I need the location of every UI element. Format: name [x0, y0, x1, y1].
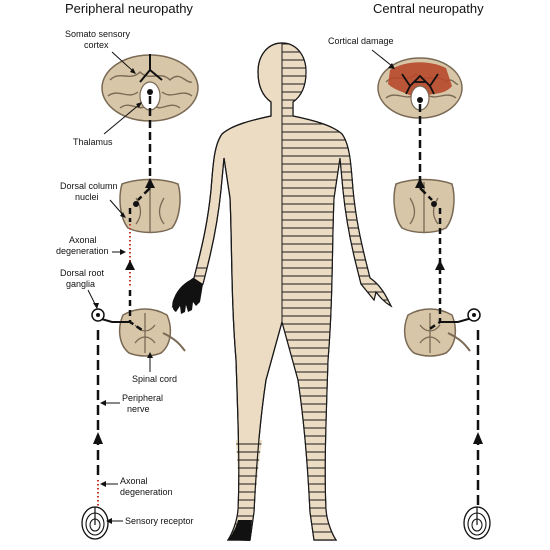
label-somatosensory-1: Somato sensory	[65, 29, 131, 39]
brain-icon	[101, 54, 199, 122]
sensory-receptor-icon	[81, 506, 109, 540]
spinal-cord-icon-right	[403, 308, 471, 357]
label-cortical-damage: Cortical damage	[328, 36, 394, 46]
central-pathway: Cortical damage	[328, 36, 491, 540]
human-body-figure	[171, 42, 393, 541]
label-somatosensory-2: cortex	[84, 40, 109, 50]
label-dorsal-root-1: Dorsal root	[60, 268, 105, 278]
affected-foot-icon	[228, 520, 252, 541]
right-title: Central neuropathy	[373, 1, 484, 16]
label-spinal-cord: Spinal cord	[132, 374, 177, 384]
sensory-receptor-icon-right	[463, 506, 491, 540]
label-axonal-degeneration-upper-1: Axonal	[69, 235, 97, 245]
brain-with-lesion-icon	[377, 57, 463, 119]
label-peripheral-nerve-1: Peripheral	[122, 393, 163, 403]
label-sensory-receptor: Sensory receptor	[125, 516, 194, 526]
label-dorsal-root-2: ganglia	[66, 279, 95, 289]
label-dorsal-column-2: nuclei	[75, 192, 99, 202]
peripheral-pathway	[81, 54, 199, 540]
label-axonal-degeneration-lower-2: degeneration	[120, 487, 173, 497]
label-axonal-degeneration-lower-1: Axonal	[120, 476, 148, 486]
cortical-lesion	[388, 62, 452, 98]
label-dorsal-column-1: Dorsal column	[60, 181, 118, 191]
label-axonal-degeneration-upper-2: degeneration	[56, 246, 109, 256]
dorsal-column-nuclei-icon	[119, 178, 181, 234]
peripheral-labels: Somato sensory cortex Thalamus Dorsal co…	[56, 29, 194, 526]
label-thalamus: Thalamus	[73, 137, 113, 147]
label-peripheral-nerve-2: nerve	[127, 404, 150, 414]
affected-hand-icon	[172, 278, 203, 314]
left-title: Peripheral neuropathy	[65, 1, 193, 16]
spinal-cord-icon	[118, 308, 186, 357]
